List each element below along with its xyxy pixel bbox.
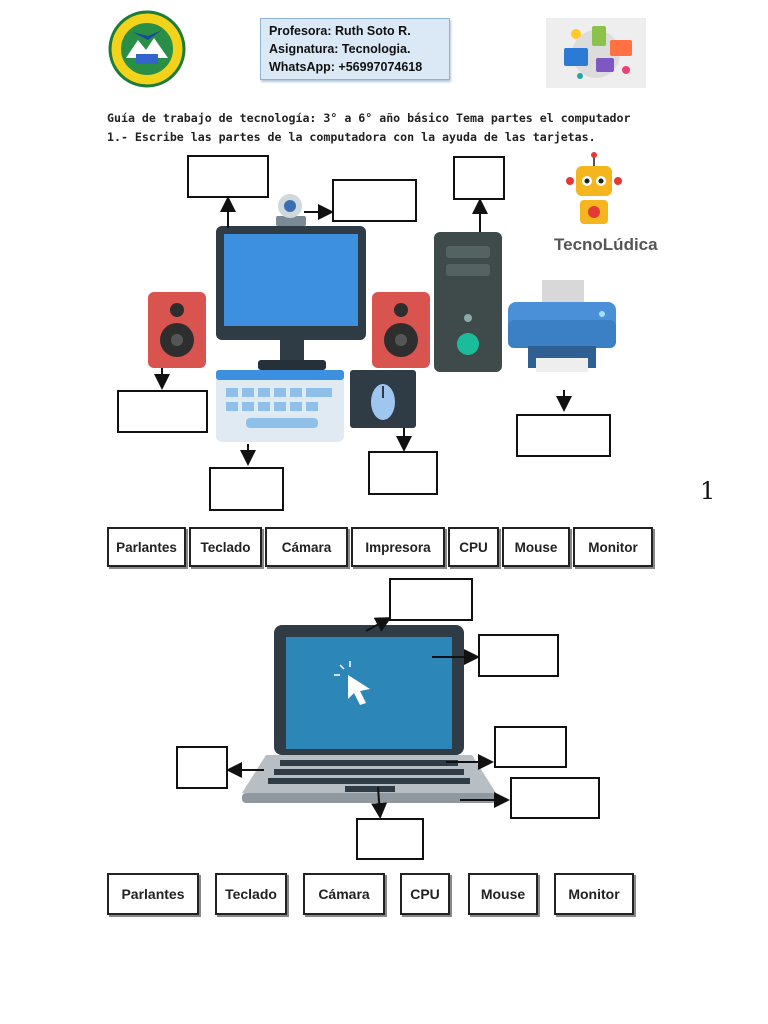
answer-box-laptop-monitor[interactable] [478,634,559,677]
desktop-word-cards: Parlantes Teclado Cámara Impresora CPU M… [107,527,659,569]
right-speaker-icon [372,292,430,368]
card-monitor[interactable]: Monitor [573,527,653,567]
page-number: 1 [700,477,716,505]
school-seal-icon [108,10,186,88]
laptop-icon [242,625,496,803]
card-laptop-monitor[interactable]: Monitor [554,873,634,915]
answer-box-printer[interactable] [516,414,611,457]
answer-box-laptop-speaker[interactable] [176,746,228,789]
robot-mascot-icon [566,152,622,224]
card-laptop-camara[interactable]: Cámara [303,873,385,915]
card-teclado[interactable]: Teclado [189,527,262,567]
monitor-icon [216,226,366,370]
card-laptop-parlantes[interactable]: Parlantes [107,873,199,915]
teacher-info-box: Profesora: Ruth Soto R. Asignatura: Tecn… [260,18,450,80]
card-laptop-mouse[interactable]: Mouse [468,873,538,915]
worksheet-heading: Guía de trabajo de tecnología: 3° a 6° a… [107,109,667,147]
mouse-icon [350,370,416,428]
answer-box-laptop-camera[interactable] [389,578,473,621]
card-camara[interactable]: Cámara [265,527,348,567]
answer-box-cpu[interactable] [453,156,505,200]
cpu-tower-icon [434,232,502,372]
answer-box-keyboard[interactable] [209,467,284,511]
tecnoludica-logo-text: TecnoLúdica [554,235,658,254]
answer-box-laptop-cpu[interactable] [494,726,567,768]
card-laptop-cpu[interactable]: CPU [400,873,450,915]
webcam-icon [276,194,306,226]
heading-line-2: 1.- Escribe las partes de la computadora… [107,130,596,144]
whatsapp-number: WhatsApp: +56997074618 [269,60,423,74]
printer-icon [508,280,616,372]
left-speaker-icon [148,292,206,368]
answer-box-mouse[interactable] [368,451,438,495]
answer-box-laptop-keyboard[interactable] [356,818,424,860]
desktop-computer-figure: TecnoLúdica [148,152,658,466]
heading-line-1: Guía de trabajo de tecnología: 3° a 6° a… [107,111,631,125]
card-cpu[interactable]: CPU [448,527,499,567]
answer-box-speaker[interactable] [117,390,208,433]
laptop-word-cards: Parlantes Teclado Cámara CPU Mouse Monit… [107,873,637,919]
devices-logo-icon [546,18,646,88]
laptop-figure [226,617,510,819]
subject-name: Asignatura: Tecnologia. [269,42,411,56]
card-impresora[interactable]: Impresora [351,527,445,567]
teacher-name: Profesora: Ruth Soto R. [269,24,411,38]
card-laptop-teclado[interactable]: Teclado [215,873,287,915]
card-mouse[interactable]: Mouse [502,527,570,567]
answer-box-monitor[interactable] [187,155,269,198]
card-parlantes[interactable]: Parlantes [107,527,186,567]
answer-box-camera[interactable] [332,179,417,222]
answer-box-laptop-mouse[interactable] [510,777,600,819]
keyboard-icon [216,370,344,442]
